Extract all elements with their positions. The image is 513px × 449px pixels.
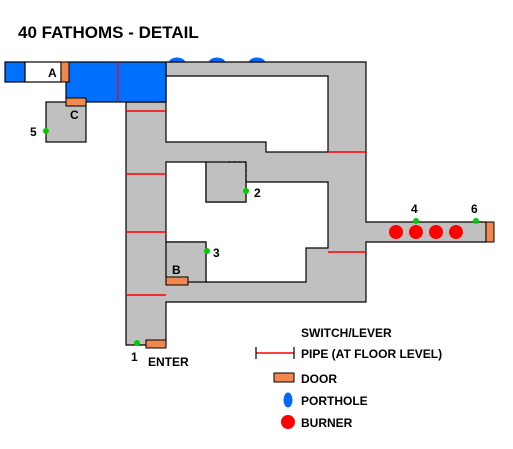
burner-icon — [409, 225, 423, 239]
legend-door-text: DOOR — [301, 372, 337, 386]
legend-pipe-text: PIPE (AT FLOOR LEVEL) — [301, 347, 442, 361]
label-switch-5: 5 — [30, 125, 37, 139]
corridor-floor — [125, 61, 487, 346]
switch-icon — [134, 340, 140, 346]
door-east — [485, 221, 495, 243]
legend-switch-text: SWITCH/LEVER — [301, 326, 392, 340]
label-door-c: C — [70, 108, 79, 122]
switch-icon — [413, 218, 419, 224]
label-switch-3: 3 — [213, 246, 220, 260]
label-switch-6: 6 — [471, 202, 478, 216]
door-legend-icon — [273, 372, 295, 383]
switch-icon — [243, 188, 249, 194]
dotted-wall — [228, 161, 247, 182]
burner-icon — [389, 225, 403, 239]
legend-burner-text: BURNER — [301, 416, 353, 430]
door-enter — [145, 339, 167, 349]
label-enter: ENTER — [148, 355, 189, 369]
door-c — [65, 97, 87, 107]
label-switch-4: 4 — [411, 202, 418, 216]
label-switch-1: 1 — [131, 350, 138, 364]
burner-legend-icon — [281, 415, 295, 429]
switch-icon — [43, 128, 49, 134]
switch-icon — [204, 248, 210, 254]
water-stub — [4, 61, 26, 83]
door-b — [165, 276, 189, 286]
door-a — [60, 61, 70, 83]
legend: SWITCH/LEVER PIPE (AT FLOOR LEVEL) DOOR … — [255, 326, 442, 430]
legend-porthole-text: PORTHOLE — [301, 394, 368, 408]
burner-icon — [429, 225, 443, 239]
switch-icon — [473, 218, 479, 224]
switch-room-2 — [205, 161, 247, 203]
label-door-a: A — [48, 66, 57, 80]
water-area — [65, 61, 167, 103]
map-title: 40 FATHOMS - DETAIL — [18, 23, 199, 42]
burner-icon — [449, 225, 463, 239]
label-switch-2: 2 — [254, 186, 261, 200]
porthole-legend-icon — [283, 392, 293, 408]
label-door-b: B — [172, 263, 181, 277]
room-c — [45, 101, 87, 143]
